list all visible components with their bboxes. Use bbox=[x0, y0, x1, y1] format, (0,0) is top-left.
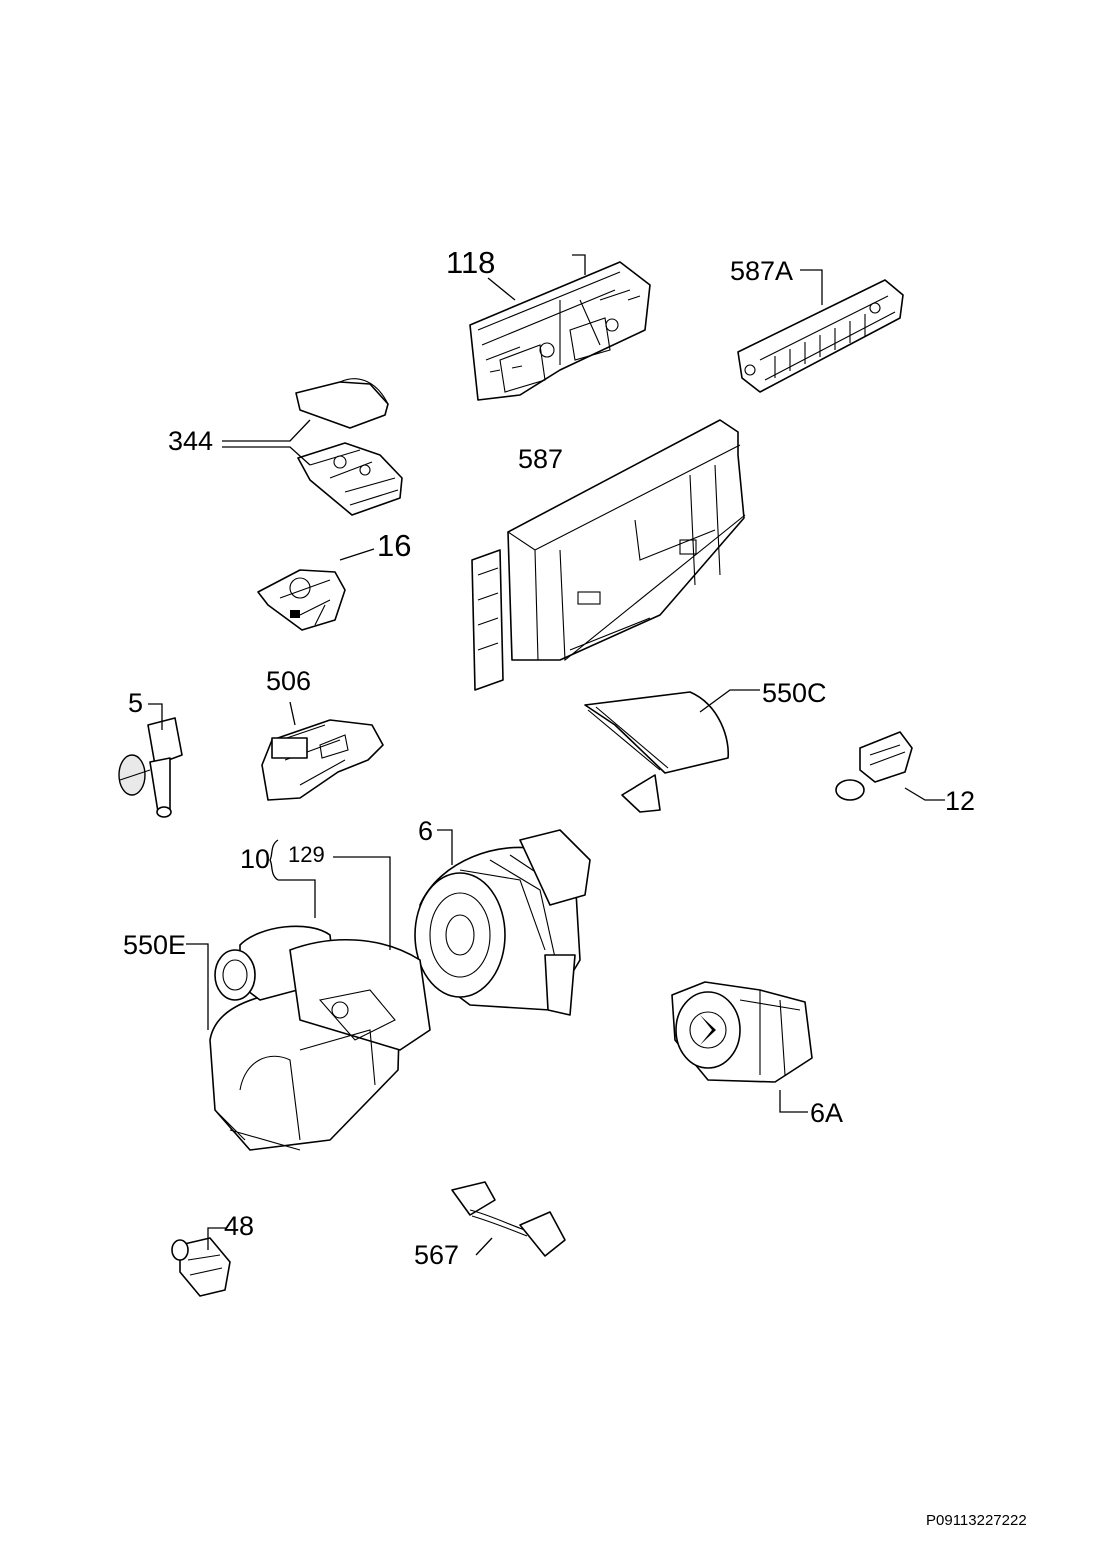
callout-6a: 6A bbox=[810, 1098, 844, 1128]
part-6-pump-motor bbox=[414, 829, 591, 1016]
document-reference: P09113227222 bbox=[926, 1512, 1027, 1529]
callout-550c: 550C bbox=[762, 678, 827, 708]
leader-lines bbox=[148, 254, 945, 1256]
callout-129: 129 bbox=[288, 842, 325, 867]
callout-10: 10 bbox=[240, 844, 271, 874]
part-16 bbox=[257, 569, 346, 631]
callout-550e: 550E bbox=[123, 930, 187, 960]
callout-16: 16 bbox=[377, 528, 412, 563]
callout-344: 344 bbox=[168, 426, 214, 456]
part-5-valve bbox=[118, 717, 183, 818]
part-48-thermostat bbox=[171, 1237, 231, 1297]
part-118-control-board bbox=[469, 261, 651, 401]
callout-506: 506 bbox=[266, 666, 312, 696]
part-12-sensor bbox=[835, 731, 913, 801]
callout-567: 567 bbox=[414, 1240, 460, 1270]
part-550e-housing bbox=[209, 925, 431, 1151]
part-344-assembly bbox=[295, 378, 403, 516]
part-567-harness bbox=[451, 1181, 566, 1257]
part-550c-lid bbox=[584, 691, 730, 813]
part-6a-drain-pump bbox=[671, 981, 813, 1083]
callout-48: 48 bbox=[224, 1211, 255, 1241]
callout-6: 6 bbox=[418, 816, 434, 846]
part-506 bbox=[261, 719, 384, 801]
callout-12: 12 bbox=[945, 786, 976, 816]
part-587a-rail bbox=[737, 279, 904, 393]
callout-5: 5 bbox=[128, 688, 144, 718]
part-587-module bbox=[471, 419, 746, 691]
callout-587a: 587A bbox=[730, 256, 794, 286]
callout-118: 118 bbox=[446, 245, 496, 280]
callout-587: 587 bbox=[518, 444, 564, 474]
